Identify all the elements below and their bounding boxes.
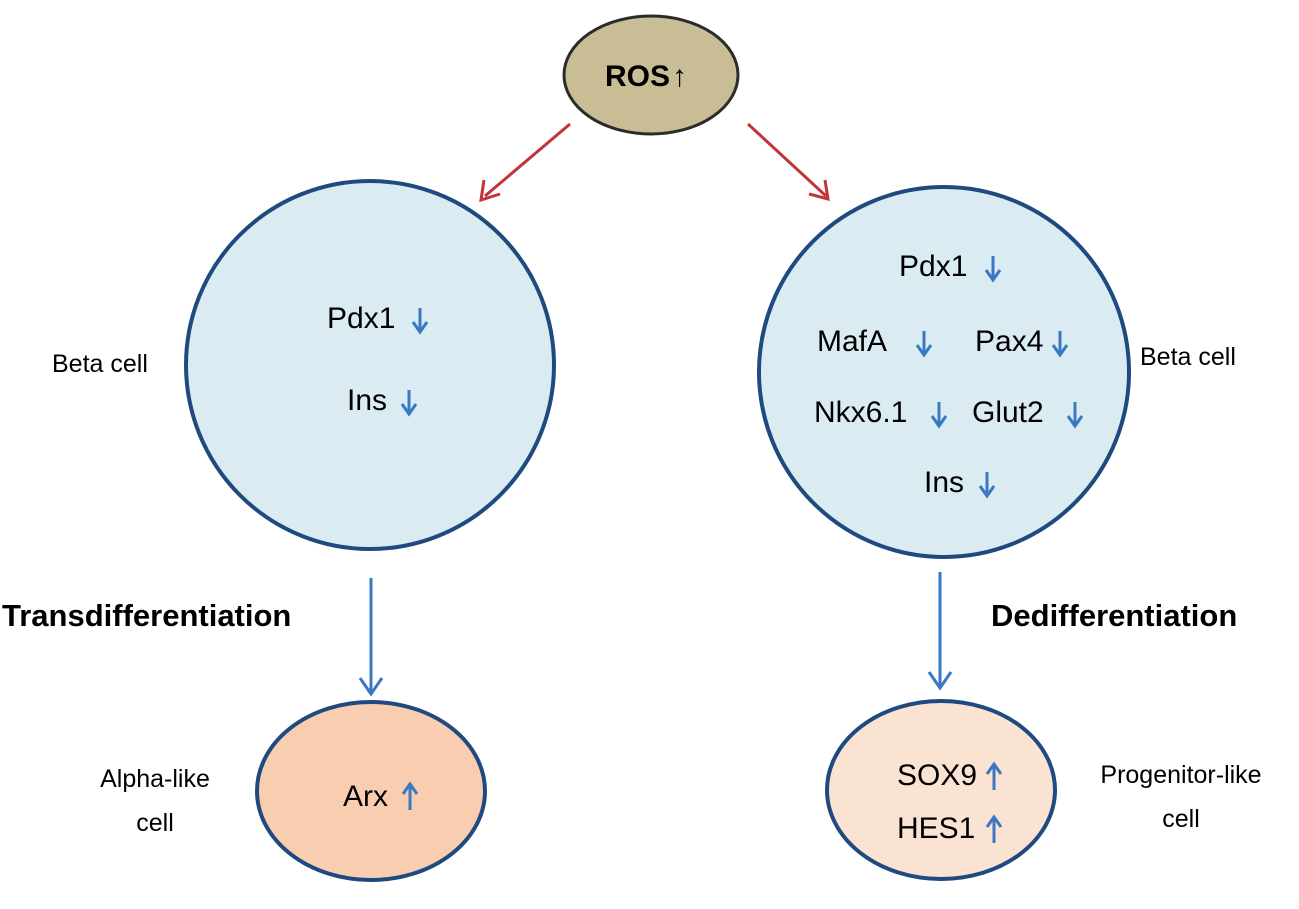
- right-beta-gene-ins: Ins: [924, 466, 964, 499]
- left-beta-gene-pdx1: Pdx1: [327, 302, 395, 335]
- alpha-like-cell: Arx: [255, 700, 487, 882]
- left-beta-gene-ins: Ins: [347, 384, 387, 417]
- down-arrow-icon: [930, 402, 948, 429]
- down-arrow-icon: [978, 472, 996, 499]
- right-beta-gene-nkx61: Nkx6.1: [814, 396, 907, 429]
- down-arrow-icon: [411, 308, 429, 335]
- progenitor-gene-hes1: HES1: [897, 812, 975, 845]
- down-arrow-icon: [400, 390, 418, 417]
- right-beta-cell-label: Beta cell: [1140, 343, 1236, 371]
- left-beta-cell: Pdx1 Ins: [184, 179, 556, 551]
- down-arrow-icon: [915, 331, 933, 358]
- down-arrow-icon: [1066, 402, 1084, 429]
- down-arrow-icon: [1051, 331, 1069, 358]
- up-arrow-icon: [985, 761, 1003, 790]
- left-beta-cell-label: Beta cell: [52, 350, 148, 378]
- ros-up-arrow-icon: ↑: [672, 60, 687, 93]
- alpha-gene-arx: Arx: [343, 780, 388, 813]
- progenitor-like-label-line2: cell: [1162, 805, 1200, 833]
- svg-text:ROS↑: ROS↑: [605, 60, 687, 93]
- up-arrow-icon: [401, 781, 419, 810]
- right-beta-gene-mafa: MafA: [817, 325, 887, 358]
- dedifferentiation-label: Dedifferentiation: [991, 598, 1237, 633]
- progenitor-gene-sox9: SOX9: [897, 759, 977, 792]
- right-process-arrow-icon: [927, 572, 953, 691]
- right-beta-gene-pax4: Pax4: [975, 325, 1043, 358]
- ros-label: ROS: [605, 60, 670, 93]
- left-process-arrow-icon: [358, 578, 384, 697]
- progenitor-like-cell: SOX9 HES1: [825, 699, 1057, 881]
- right-beta-gene-pdx1: Pdx1: [899, 250, 967, 283]
- alpha-like-label-line2: cell: [136, 809, 174, 837]
- transdifferentiation-label: Transdifferentiation: [2, 598, 291, 633]
- ros-node: ROS↑: [562, 14, 740, 136]
- progenitor-like-label-line1: Progenitor-like: [1100, 761, 1261, 789]
- right-beta-gene-glut2: Glut2: [972, 396, 1044, 429]
- ros-right-arrow-icon: [746, 122, 830, 202]
- down-arrow-icon: [984, 256, 1002, 283]
- right-beta-cell: Pdx1 MafA Pax4 Nkx6.1 Glut2 Ins: [757, 185, 1131, 559]
- ros-left-arrow-icon: [479, 122, 571, 203]
- alpha-like-label-line1: Alpha-like: [100, 765, 210, 793]
- up-arrow-icon: [985, 814, 1003, 843]
